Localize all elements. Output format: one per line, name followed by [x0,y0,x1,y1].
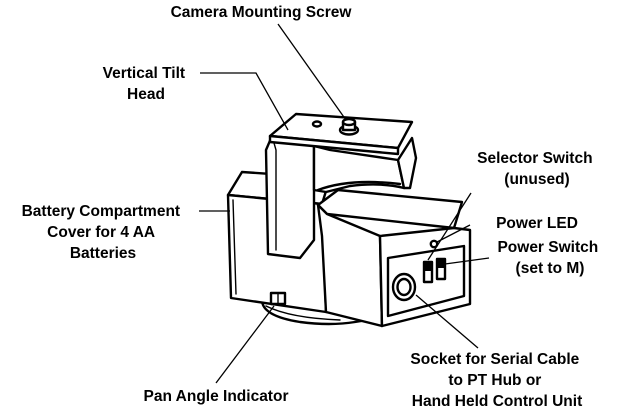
alignment-pin [311,120,323,128]
pan-tilt-unit-drawing [226,112,472,328]
leader-serial-socket [415,294,479,349]
label-camera-mounting-screw: Camera Mounting Screw [171,4,353,21]
mounting-plate-thickness [268,134,400,156]
serial-socket-inner [396,277,412,297]
control-face-bevel [326,213,455,237]
label-vertical-tilt-head: Vertical Tilt Head [103,65,190,103]
leader-lines [199,23,490,384]
leader-pan-angle-indicator [215,305,275,384]
power-switch-knob [437,259,445,268]
label-pan-angle-indicator: Pan Angle Indicator [144,388,289,405]
power-led-dot [429,239,439,249]
leader-power-led [436,224,471,243]
serial-socket [391,272,417,302]
control-panel-inset [386,244,466,318]
leader-selector-switch [427,192,472,261]
mounting-screw-top [341,117,357,127]
label-selector-switch: Selector Switch (unused) [477,150,597,188]
label-serial-socket: Socket for Serial Cable to PT Hub or Han… [410,351,583,410]
label-battery-compartment: Battery Compartment Cover for 4 AA Batte… [22,203,185,262]
tilt-column [264,134,316,260]
pan-base-rim [265,305,341,321]
label-power-switch: Power Switch (set to M) [497,239,602,277]
callout-labels: Camera Mounting Screw Vertical Tilt Head… [22,4,602,410]
leader-power-switch [444,257,490,265]
leader-vertical-tilt-head [200,72,289,131]
selector-switch-knob [424,262,432,271]
tilt-bracket-curve [316,180,402,192]
label-power-led: Power LED [496,215,578,232]
tilt-right-upright [396,136,418,190]
battery-cover-edge [232,199,237,295]
leader-camera-mounting-screw [277,23,347,121]
